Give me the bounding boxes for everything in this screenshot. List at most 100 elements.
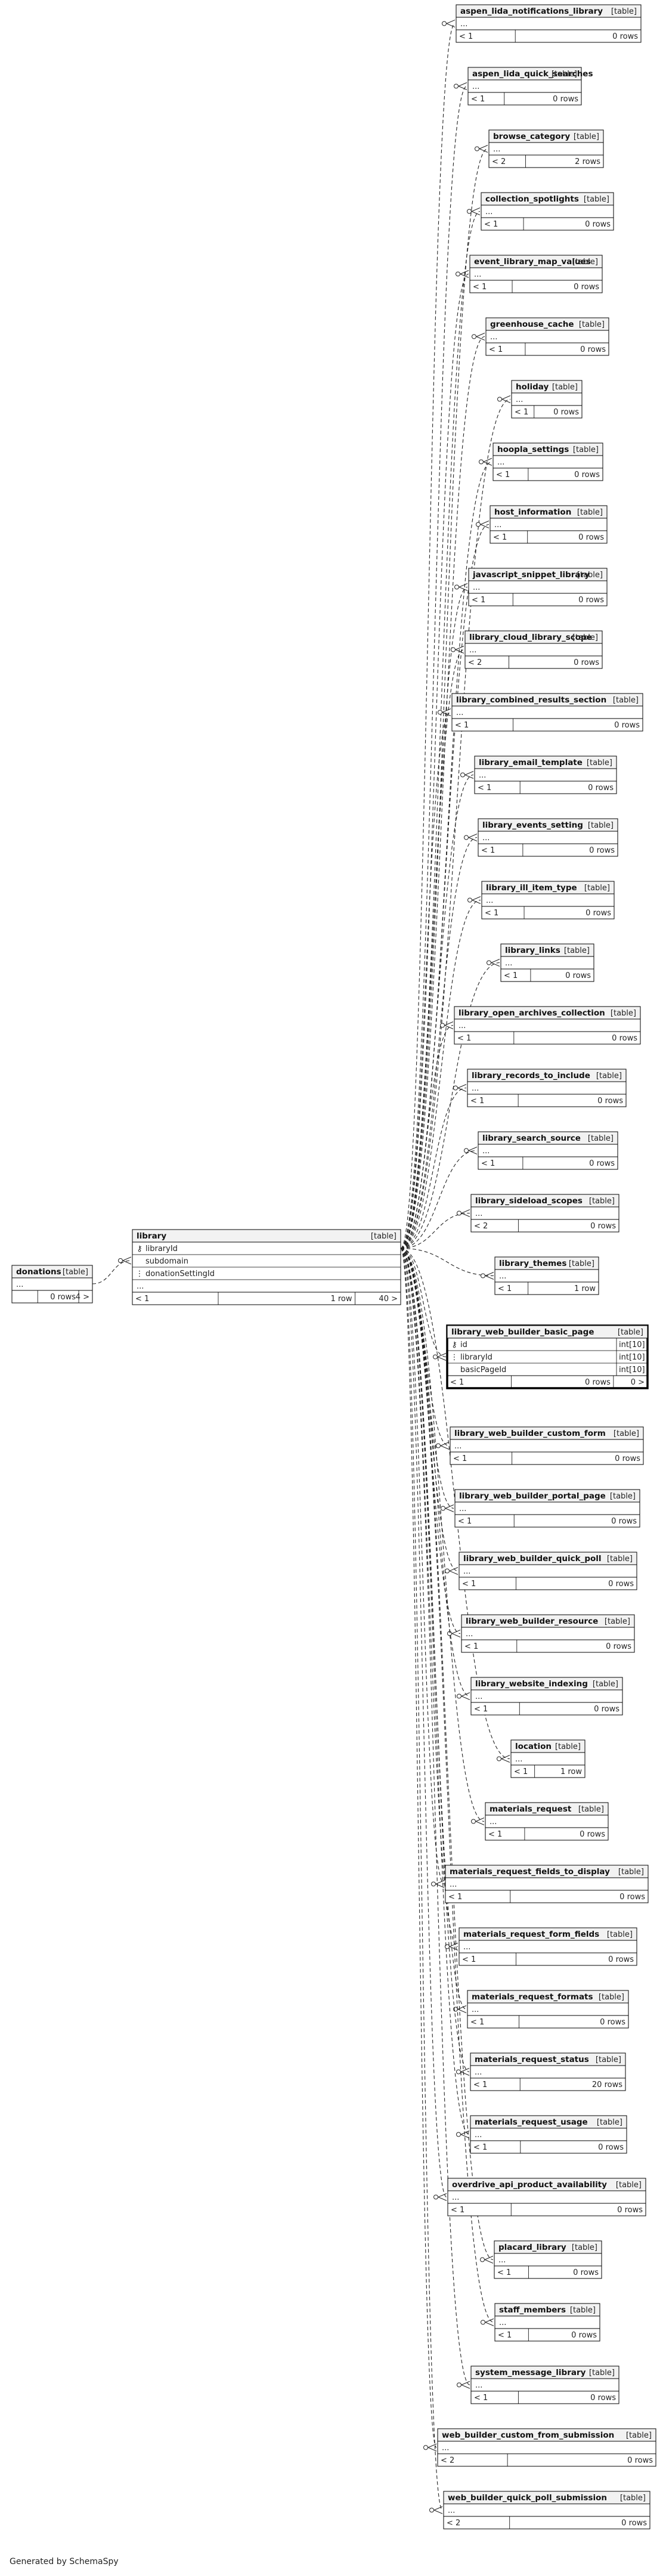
row-count: 0 rows	[600, 2018, 625, 2027]
column-ellipsis: ...	[475, 1209, 482, 1218]
table-name: library_web_builder_quick_poll	[463, 1554, 602, 1563]
table-library-web-builder-basic-page[interactable]: library_web_builder_basic_page[table]⚷id…	[446, 1324, 649, 1389]
edge-library-library-ill-item-type	[400, 899, 481, 1249]
column-ellipsis: ...	[479, 771, 486, 780]
row-count: 20 rows	[592, 2080, 622, 2089]
column-ellipsis: ...	[516, 395, 523, 404]
column-ellipsis: ...	[475, 2131, 482, 2140]
column-ellipsis: ...	[473, 583, 480, 592]
parent-count: < 1	[470, 2018, 484, 2027]
crows-foot-icon	[464, 1147, 478, 1154]
column-ellipsis: ...	[475, 2068, 482, 2077]
row-count: 0 rows	[588, 784, 614, 792]
table-overdrive-api-product-availability[interactable]: overdrive_api_product_availability[table…	[447, 2178, 646, 2216]
column-name: donationSettingId	[145, 1270, 215, 1278]
table-library-web-builder-custom-form[interactable]: library_web_builder_custom_form[table]..…	[450, 1426, 644, 1465]
row-count: 0 rows	[574, 470, 600, 479]
table-type-label: [table]	[613, 696, 639, 705]
row-count: 0 rows	[574, 658, 599, 667]
crows-foot-icon	[481, 2318, 494, 2326]
row-count: 0 rows	[598, 2143, 624, 2152]
table-type-label: [table]	[589, 1197, 615, 1206]
crows-foot-icon	[441, 1504, 454, 1512]
crows-foot-icon	[487, 959, 500, 967]
table-library-web-builder-quick-poll[interactable]: library_web_builder_quick_poll[table]...…	[459, 1552, 637, 1590]
table-name: overdrive_api_product_availability	[452, 2180, 607, 2190]
crows-foot-icon	[118, 1256, 132, 1265]
table-type-label: [table]	[63, 1268, 88, 1277]
crows-foot-icon	[433, 1353, 447, 1361]
table-web-builder-custom-from-submission[interactable]: web_builder_custom_from_submission[table…	[437, 2428, 656, 2467]
table-name: library_sideload_scopes	[475, 1196, 583, 1206]
table-name: library_themes	[499, 1259, 566, 1268]
table-library-cloud-library-scope[interactable]: library_cloud_library_scope[table]...< 2…	[464, 630, 603, 669]
table-materials-request-fields-to-display[interactable]: materials_request_fields_to_display[tabl…	[445, 1865, 649, 1903]
column-ellipsis: ...	[474, 270, 481, 279]
table-library-web-builder-portal-page[interactable]: library_web_builder_portal_page[table]..…	[454, 1489, 640, 1528]
table-name: library_cloud_library_scope	[469, 633, 592, 642]
row-count: 1 row	[574, 1284, 596, 1293]
table-type-label: [table]	[584, 195, 609, 204]
row-count: 0 rows	[585, 1378, 611, 1387]
row-count: 0 rows	[578, 533, 604, 542]
column-ellipsis: ...	[448, 2506, 455, 2515]
crows-foot-icon	[467, 208, 481, 215]
parent-count: < 1	[458, 1517, 472, 1526]
row-count: 0 rows	[573, 2268, 599, 2277]
edge-library-library-web-builder-basic-page	[400, 1247, 447, 1358]
column-name: id	[460, 1340, 467, 1349]
table-library-web-builder-resource[interactable]: library_web_builder_resource[table]...< …	[461, 1614, 635, 1653]
table-name: host_information	[494, 507, 571, 517]
table-library[interactable]: library[table]⚷libraryIdsubdomain⋮donati…	[132, 1229, 401, 1305]
table-type-label: [table]	[593, 1680, 618, 1689]
table-library-open-archives-collection[interactable]: library_open_archives_collection[table].…	[454, 1006, 641, 1045]
primary-key-icon: ⚷	[451, 1340, 457, 1349]
table-type-label: [table]	[371, 1232, 396, 1241]
table-name: holiday	[516, 382, 549, 392]
crows-foot-icon	[429, 2506, 443, 2514]
table-type-label: [table]	[564, 946, 590, 955]
column-ellipsis: ...	[482, 834, 490, 843]
table-type-label: [table]	[574, 132, 599, 141]
row-count: 0 rows	[571, 2331, 597, 2340]
table-type-label: [table]	[607, 1555, 633, 1563]
row-count: 0 rows	[608, 1580, 634, 1589]
column-ellipsis: ...	[456, 708, 463, 717]
table-web-builder-quick-poll-submission[interactable]: web_builder_quick_poll_submission[table]…	[443, 2491, 650, 2529]
parent-count: < 1	[470, 1097, 484, 1106]
table-aspen-lida-notifications-library[interactable]: aspen_lida_notifications_library[table].…	[456, 4, 642, 43]
column-ellipsis: ...	[459, 1021, 466, 1030]
table-materials-request-form-fields[interactable]: materials_request_form_fields[table]...<…	[459, 1927, 637, 1966]
edge-library-materials-request-form-fields	[400, 1247, 459, 1948]
table-library-combined-results-section[interactable]: library_combined_results_section[table].…	[451, 693, 643, 732]
edge-library-browse-category	[400, 148, 488, 1249]
